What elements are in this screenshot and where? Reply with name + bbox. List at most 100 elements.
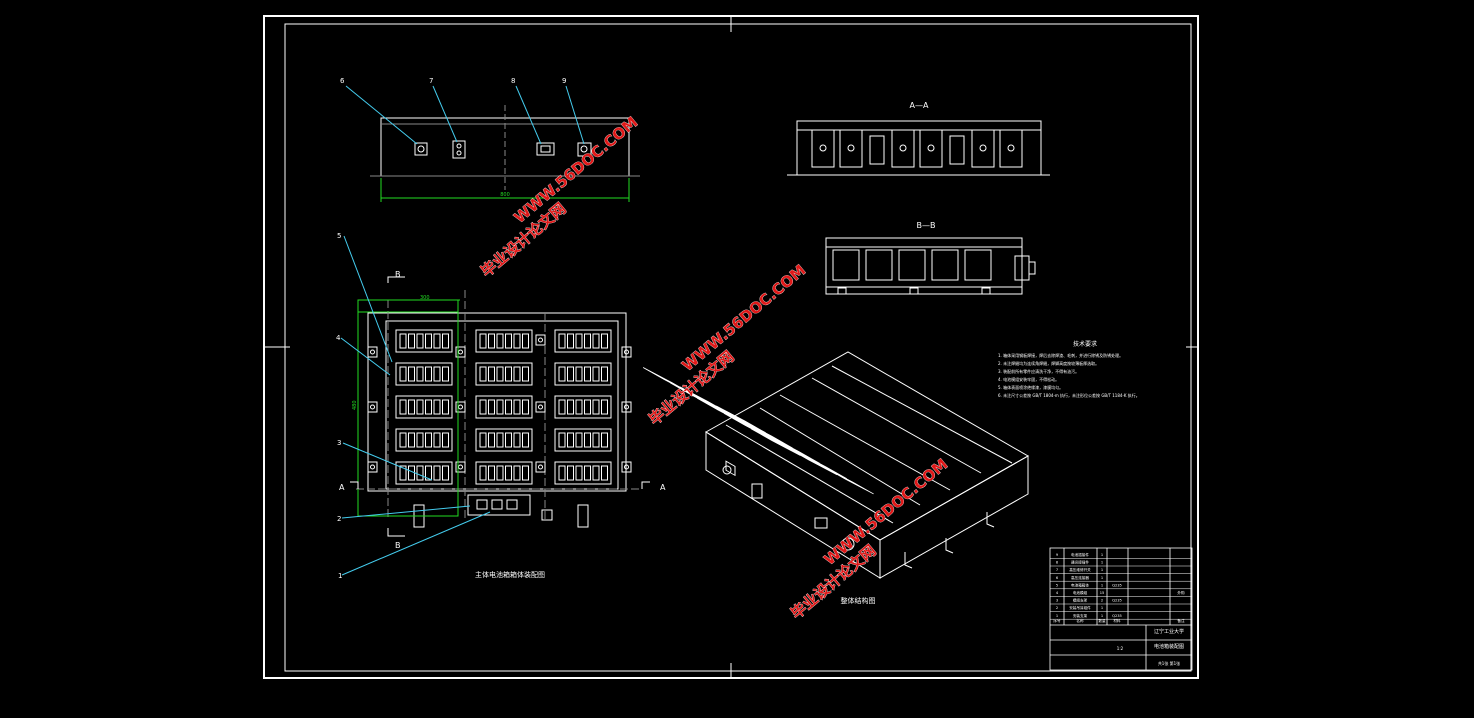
note-line: 2. 未注焊缝均为连续角焊缝，焊脚高度按较薄板厚选取。 bbox=[998, 360, 1099, 366]
note-line: 5. 箱体表面喷涂绝缘漆，漆膜均匀。 bbox=[998, 384, 1063, 390]
battery-module bbox=[395, 362, 453, 386]
bom-header-cell: 数量 bbox=[1098, 618, 1106, 623]
callout-3: 3 bbox=[337, 439, 341, 447]
callout-9: 9 bbox=[562, 77, 566, 85]
callout-5: 5 bbox=[337, 232, 341, 240]
bom-cell: 1 bbox=[1056, 614, 1058, 618]
plan-dimensions bbox=[357, 299, 460, 517]
cut-label-b-top: B bbox=[395, 270, 401, 279]
drawing-name: 电池箱装配图 bbox=[1154, 643, 1184, 650]
mounting-lug bbox=[535, 401, 546, 413]
battery-module bbox=[475, 428, 533, 452]
bom-cell: 1 bbox=[1101, 553, 1103, 557]
mounting-lug bbox=[621, 401, 632, 413]
mounting-lug bbox=[367, 346, 378, 358]
bom-cell: 通讯接插件 bbox=[1071, 560, 1089, 565]
bom-cell: 15 bbox=[1100, 591, 1105, 595]
bom-cell: 2 bbox=[1056, 606, 1058, 610]
plan-cells bbox=[367, 329, 632, 485]
mounting-lug bbox=[455, 461, 466, 473]
bom-cell: 1 bbox=[1101, 583, 1103, 587]
bom-cell: 电池箱箱体 bbox=[1071, 582, 1089, 587]
bom-cell: 1 bbox=[1101, 561, 1103, 565]
battery-module bbox=[395, 461, 453, 485]
bom-cell: 7 bbox=[1056, 568, 1058, 572]
bom-cell: 1 bbox=[1101, 576, 1103, 580]
battery-module bbox=[554, 395, 612, 419]
bom-header-cell: 名称 bbox=[1076, 618, 1084, 623]
notes-list: 1. 箱体采用钢板焊接，焊后去除焊渣、毛刺，并进行除锈及防锈处理。 2. 未注焊… bbox=[998, 352, 1140, 398]
plan-callouts bbox=[340, 235, 491, 576]
scale-value: 1:2 bbox=[1117, 646, 1124, 651]
bom-cell: 模组支架 bbox=[1073, 598, 1088, 603]
callout-4: 4 bbox=[336, 334, 341, 342]
mounting-lug bbox=[455, 346, 466, 358]
bom-cell: 1 bbox=[1101, 606, 1103, 610]
battery-module bbox=[554, 428, 612, 452]
plan-view-caption: 主体电池箱箱体装配图 bbox=[475, 570, 545, 579]
front-callouts bbox=[345, 85, 585, 145]
bom-cell: 安装支架 bbox=[1073, 613, 1088, 618]
side-dimension: 480 bbox=[352, 400, 358, 410]
bom-cell: 2 bbox=[1101, 599, 1103, 603]
battery-module bbox=[554, 461, 612, 485]
section-cut-marks bbox=[350, 276, 650, 537]
iso-view-caption: 整体结构图 bbox=[841, 596, 876, 605]
bom-header-cell: 材料 bbox=[1113, 618, 1121, 623]
battery-module bbox=[475, 395, 533, 419]
mounting-lug bbox=[621, 461, 632, 473]
iso-battery-module bbox=[787, 447, 838, 476]
iso-cells bbox=[642, 367, 874, 495]
watermark-2: WWW.56DOC.COM 毕业设计论文网 bbox=[645, 261, 810, 429]
sheet-number: 共1张 第1张 bbox=[1158, 660, 1180, 666]
bom-cell: 4 bbox=[1056, 591, 1059, 595]
bom-cell: 8 bbox=[1056, 561, 1059, 565]
watermark-site: WWW.56DOC.COM bbox=[679, 261, 810, 375]
iso-battery-module bbox=[824, 466, 874, 495]
callout-7: 7 bbox=[429, 77, 433, 85]
bom-cell: 9 bbox=[1056, 553, 1059, 557]
bom-table bbox=[1049, 547, 1193, 671]
front-dimension: 800 bbox=[380, 178, 630, 202]
bom-cell: 3 bbox=[1056, 599, 1058, 603]
battery-module bbox=[395, 428, 453, 452]
bom-header-cell: 备注 bbox=[1177, 618, 1185, 623]
cut-label-a-right: A bbox=[660, 483, 666, 492]
note-line: 4. 电池模组安装牢固，不得松动。 bbox=[998, 376, 1059, 382]
iso-battery-module bbox=[723, 413, 774, 441]
iso-battery-module bbox=[696, 397, 747, 426]
bom-cell: Q235 bbox=[1112, 614, 1122, 618]
mounting-lug bbox=[621, 346, 632, 358]
iso-battery-module bbox=[750, 428, 801, 456]
bom-header-cell: 序号 bbox=[1053, 618, 1061, 623]
mounting-lug bbox=[535, 461, 546, 473]
cut-label-b-bottom: B bbox=[395, 541, 401, 550]
battery-module bbox=[475, 362, 533, 386]
section-bb-label: B—B bbox=[917, 221, 936, 230]
iso-battery-module bbox=[669, 382, 720, 410]
isometric-view bbox=[705, 351, 1030, 579]
battery-module bbox=[554, 362, 612, 386]
school-name: 辽宁工业大学 bbox=[1154, 628, 1184, 635]
bom-cell: 外购 bbox=[1177, 590, 1185, 595]
mounting-lug bbox=[535, 334, 546, 346]
mounting-lug bbox=[455, 401, 466, 413]
cut-label-a-left: A bbox=[339, 483, 345, 492]
bom-cell: 电池模组 bbox=[1073, 590, 1088, 595]
watermark-site: WWW.56DOC.COM bbox=[821, 455, 952, 569]
note-line: 3. 装配前所有零件应清洗干净，不得有油污。 bbox=[998, 368, 1079, 374]
callout-2: 2 bbox=[337, 515, 341, 523]
callout-6: 6 bbox=[340, 77, 345, 85]
bom-cell: 6 bbox=[1056, 576, 1059, 580]
bom-cell: Q235 bbox=[1112, 583, 1122, 587]
battery-module bbox=[395, 329, 453, 353]
note-line: 1. 箱体采用钢板焊接，焊后去除焊渣、毛刺，并进行除锈及防锈处理。 bbox=[998, 352, 1123, 358]
note-line: 6. 未注尺寸公差按 GB/T 1804-m 执行，未注形位公差按 GB/T 1… bbox=[998, 392, 1140, 398]
notes-title: 技术要求 bbox=[1073, 340, 1097, 348]
bom-cell: 安装吊耳组件 bbox=[1069, 605, 1091, 610]
front-view bbox=[370, 105, 640, 190]
bom-cell: 1 bbox=[1101, 568, 1103, 572]
mounting-lug bbox=[367, 461, 378, 473]
